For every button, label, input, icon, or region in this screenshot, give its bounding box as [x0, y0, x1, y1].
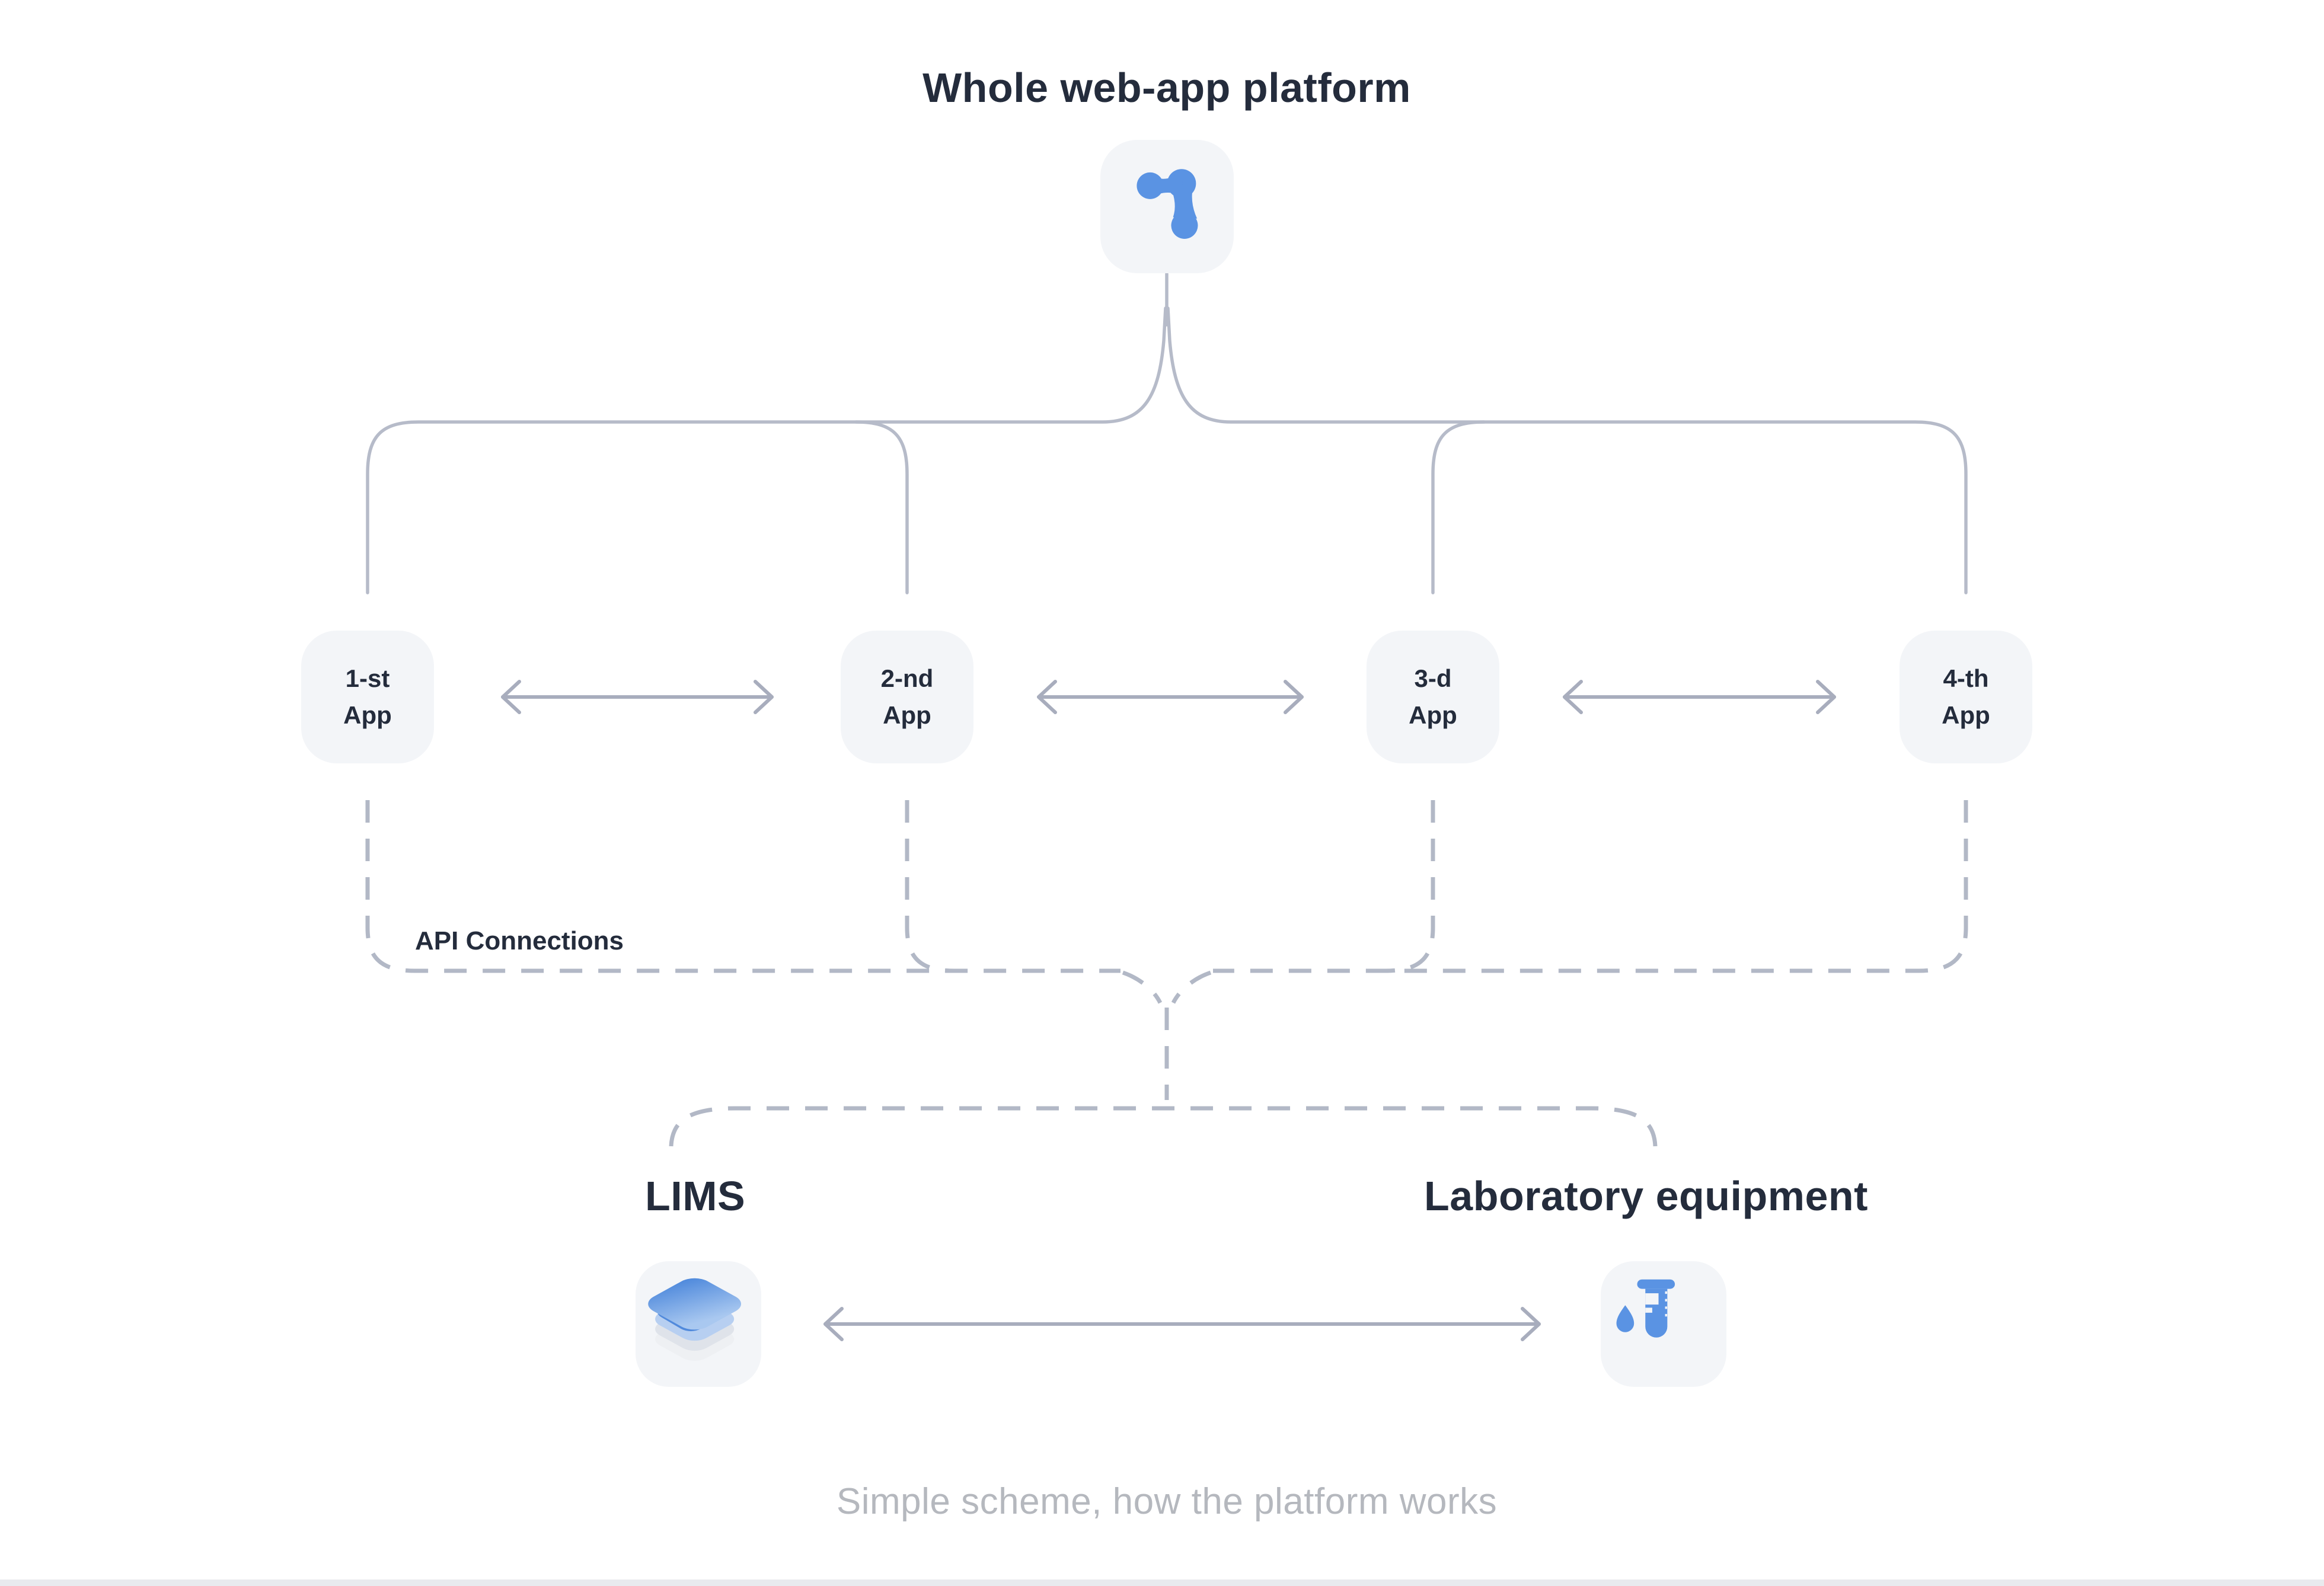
app-node-4: 4-th App: [1900, 631, 2032, 763]
lims-title: LIMS: [645, 1173, 746, 1219]
api-dashed-line-4: [1213, 800, 1968, 973]
arrow-lims-equipment: [823, 1307, 1541, 1341]
arrow-app1-app2: [501, 680, 774, 714]
api-dashed-line-2: [905, 800, 955, 973]
app-node-2: 2-nd App: [841, 631, 973, 763]
equipment-title: Laboratory equipment: [1424, 1173, 1868, 1219]
tree-branch-2-line: [854, 420, 909, 594]
app-label-line2: App: [883, 701, 931, 729]
footer-strip: [0, 1579, 2324, 1586]
platform-node: [1100, 140, 1234, 273]
test-tube-icon: [1616, 1279, 1675, 1338]
arrow-app3-app4: [1563, 680, 1836, 714]
app-label-line1: 1-st: [345, 664, 390, 692]
api-dashed-line-3: [1385, 800, 1435, 973]
tree-branch-3-line: [1431, 420, 1486, 594]
app-node-3: 3-d App: [1367, 631, 1499, 763]
app-label-line2: App: [1409, 701, 1457, 729]
app-node-1: 1-st App: [301, 631, 434, 763]
api-connections-label: API Connections: [415, 926, 624, 955]
api-split-dashed-line: [669, 1106, 1658, 1147]
app-label-line2: App: [343, 701, 392, 729]
app-label-line1: 3-d: [1414, 664, 1452, 692]
api-funnel-right: [1171, 970, 1212, 1004]
app-label-line2: App: [1942, 701, 1990, 729]
page-title: Whole web-app platform: [922, 65, 1411, 111]
lims-node: [636, 1261, 761, 1387]
layers-stack-icon: [648, 1278, 742, 1361]
app-label-line1: 2-nd: [880, 664, 934, 692]
tree-right-branch-line: [1166, 306, 1968, 594]
app-label-line1: 4-th: [1943, 664, 1989, 692]
scheme-caption: Simple scheme, how the platform works: [836, 1481, 1498, 1522]
arrow-app2-app3: [1037, 680, 1304, 714]
tree-left-branch-line: [366, 306, 1167, 594]
api-funnel-left: [1122, 970, 1163, 1004]
equipment-node: [1601, 1261, 1726, 1387]
api-dashed-line-1: [365, 800, 1120, 973]
molecule-icon: [1137, 169, 1198, 239]
